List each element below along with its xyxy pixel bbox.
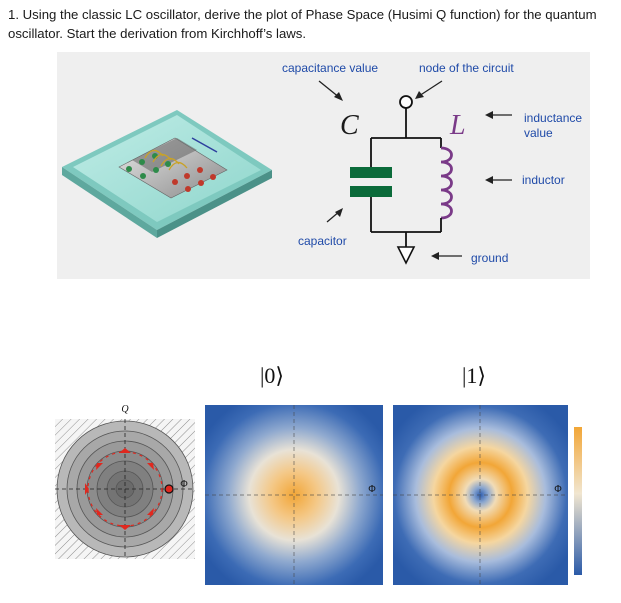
classical-phase-panel: Q Φ [55,404,195,559]
capacitor-plate-bottom [350,186,392,197]
capacitor-symbol: C [340,110,359,141]
inductor-arrowhead [485,176,493,184]
lc-circuit-diagram: capacitance value node of the circuit C … [282,61,582,265]
capacitor-arrowhead [335,208,343,217]
ground-arrowhead [431,252,439,260]
lc-circuit-figure: capacitance value node of the circuit C … [57,52,590,279]
capacitor-label: capacitor [298,234,347,248]
ground-phi-axis-label: Φ [368,484,375,495]
state-point [164,484,174,494]
inductor-coil [440,146,453,220]
state-1-label: |1⟩ [462,363,486,388]
state-0-label: |0⟩ [260,363,284,388]
classical-q-axis-label: Q [121,404,129,415]
classical-phi-axis-label: Φ [180,479,187,490]
inductance-value-label-line-1: inductance [524,111,582,125]
inductor-symbol: L [449,110,466,141]
capacitor-plate-top [350,167,392,178]
question-text: 1. Using the classic LC oscillator, deri… [8,5,613,43]
node-arrowhead [415,91,424,99]
inductance-value-arrowhead [485,111,493,119]
phase-space-figure: |0⟩ |1⟩ Q [50,355,590,595]
orbit-arrows [85,448,154,530]
ground-label: ground [471,251,508,265]
inductor-label: inductor [522,173,565,187]
lc-circuit-svg: capacitance value node of the circuit C … [62,61,582,265]
excited-phi-axis-label: Φ [554,484,561,495]
question-line-2: oscillator. Start the derivation from Ki… [8,26,307,41]
circuit-node [399,95,413,109]
ground-symbol [396,246,416,265]
phase-space-svg: |0⟩ |1⟩ Q [55,363,582,585]
capacitance-value-arrowhead [334,92,343,101]
node-label: node of the circuit [419,61,514,75]
colorbar [574,427,582,575]
question-line-1: 1. Using the classic LC oscillator, deri… [8,7,597,22]
husimi-q-ground-panel: Φ [205,405,383,585]
husimi-q-excited-panel: Φ [393,405,568,585]
capacitance-value-label: capacitance value [282,61,378,75]
chip-illustration [62,110,272,238]
node-arrow-line [418,80,443,97]
inductance-value-label-line-2: value [524,126,553,140]
